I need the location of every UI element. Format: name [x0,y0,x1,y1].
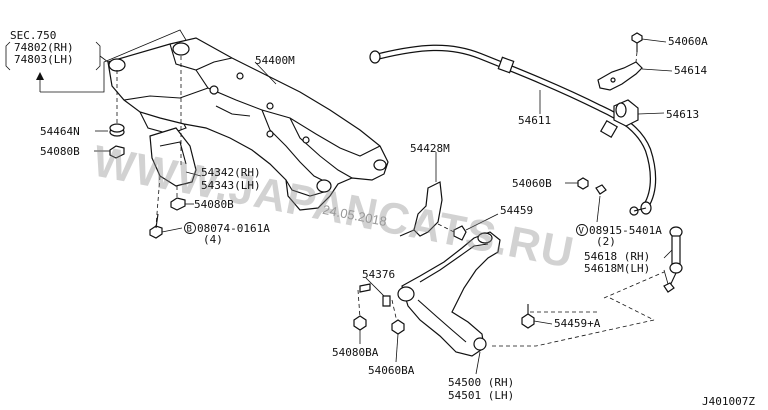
callout-54060b: 54060B [512,177,552,190]
callout-08915-symbol: V [579,227,585,237]
washer-symbol-icon [576,224,588,236]
callout-54342: 54342(RH) [201,166,261,179]
callout-54060ba: 54060BA [368,364,415,377]
callout-54080ba: 54080BA [332,346,379,359]
clamp-bolt[interactable] [631,32,643,63]
leader-lines [94,38,673,375]
callout-54428m: 54428M [410,142,450,155]
callout-54400m: 54400M [255,54,295,67]
member-fasteners[interactable] [109,123,186,239]
callout-74802: 74802(RH) [14,41,74,54]
transverse-link-fasteners[interactable] [353,283,535,335]
callout-08915: 08915-5401A [589,224,662,237]
link-bracket[interactable] [399,181,467,241]
sec750-reference [5,29,187,93]
callout-08074-qty: (4) [203,233,223,246]
callout-labels: SEC.750 74802(RH) 74803(LH) 54400M 54464… [10,29,755,408]
callout-54080b-lower: 54080B [194,198,234,211]
callout-54343: 54343(LH) [201,179,261,192]
stabilizer-bushing[interactable] [613,99,639,127]
callout-08915-qty: (2) [596,235,616,248]
transverse-link[interactable] [397,231,501,357]
callout-74803: 74803(LH) [14,53,74,66]
callout-54618: 54618 (RH) [584,250,650,263]
callout-sec750: SEC.750 [10,29,56,42]
callout-54614: 54614 [674,64,707,77]
bolt-symbol-icon [184,222,196,234]
stabilizer-clamp[interactable] [597,61,643,91]
diagram-code: J401007Z [702,395,755,408]
callout-54459: 54459 [500,204,533,217]
link-fasteners[interactable] [577,177,607,195]
callout-54459a: 54459+A [554,317,601,330]
callout-54376: 54376 [362,268,395,281]
callout-54501: 54501 (LH) [448,389,514,402]
stabilizer-bar[interactable] [369,44,657,215]
callout-54613: 54613 [666,108,699,121]
callout-54060a: 54060A [668,35,708,48]
callout-54500: 54500 (RH) [448,376,514,389]
assembly-lines [116,56,665,347]
callout-08074: 08074-0161A [197,222,270,235]
callout-54611: 54611 [518,114,551,127]
callout-08074-symbol: B [187,225,192,235]
callout-54618m: 54618M(LH) [584,262,650,275]
callout-54080b-upper: 54080B [40,145,80,158]
callout-54464n: 54464N [40,125,80,138]
